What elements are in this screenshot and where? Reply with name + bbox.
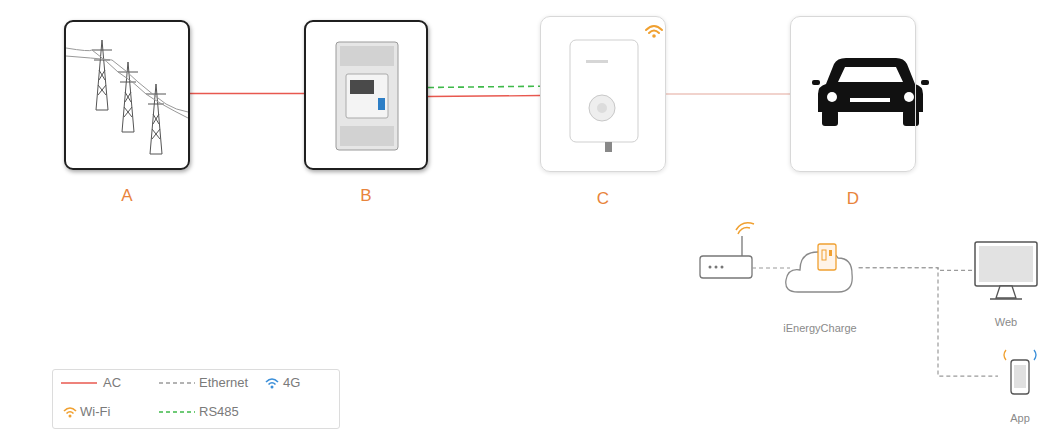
callout-letter: B — [360, 186, 371, 206]
energy-meter — [336, 42, 398, 150]
callout-letter: C — [597, 189, 609, 209]
legend-text: Ethernet — [199, 375, 248, 390]
legend-wifi-icon — [265, 377, 279, 389]
grid-box: A — [64, 20, 190, 170]
connector-line — [428, 95, 540, 97]
connector-line — [428, 86, 540, 87]
phone-icon — [1004, 350, 1036, 394]
app-node: App — [998, 348, 1042, 424]
web-node: Web — [972, 238, 1040, 328]
node-label: iEnergyCharge — [783, 322, 856, 334]
legend-text: AC — [103, 375, 121, 390]
legend-text: 4G — [283, 375, 300, 390]
legend-wifi-icon — [63, 406, 77, 418]
legend-line-sample — [61, 380, 97, 386]
cloud-icon — [786, 244, 852, 292]
monitor-icon — [975, 242, 1037, 299]
connector-line — [666, 93, 790, 94]
car-box: D — [790, 16, 916, 172]
power-towers — [66, 40, 188, 154]
node-label: App — [1010, 412, 1030, 424]
car-icon — [812, 58, 929, 126]
router — [700, 223, 790, 278]
cloud-node: iEnergyCharge — [781, 242, 858, 334]
meter-box: B — [304, 20, 428, 170]
connector-line — [859, 268, 998, 376]
legend-line-sample — [159, 409, 195, 415]
legend-text: RS485 — [199, 404, 239, 419]
node-label: Web — [995, 316, 1017, 328]
charger-box: C — [540, 16, 666, 172]
legend-text: Wi-Fi — [80, 404, 110, 419]
legend-box: AC Ethernet 4G Wi-Fi RS485 — [52, 369, 340, 429]
callout-letter: D — [847, 189, 859, 209]
ev-charger — [570, 26, 662, 152]
legend-line-sample — [159, 380, 195, 386]
callout-letter: A — [121, 186, 132, 206]
connector-line — [190, 93, 304, 94]
